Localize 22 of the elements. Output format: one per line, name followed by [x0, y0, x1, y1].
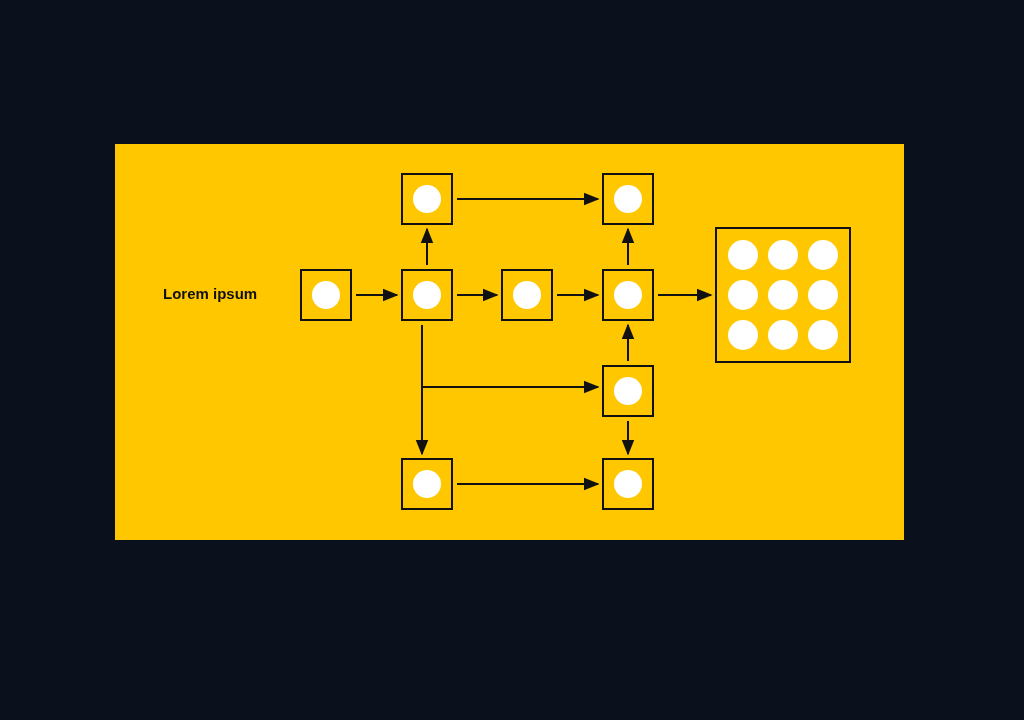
- arrow: [621, 420, 635, 456]
- node-box: [401, 173, 453, 225]
- arrow: [420, 227, 434, 266]
- node-box: [501, 269, 553, 321]
- arrow: [415, 324, 429, 456]
- arrow: [456, 477, 600, 491]
- arrow: [657, 288, 713, 302]
- arrow: [621, 323, 635, 362]
- node-box: [300, 269, 352, 321]
- arrow: [456, 192, 600, 206]
- arrow: [456, 288, 499, 302]
- node-box: [715, 227, 851, 363]
- node-box: [602, 365, 654, 417]
- arrow: [621, 227, 635, 266]
- node-box: [602, 173, 654, 225]
- node-box: [602, 269, 654, 321]
- arrow: [556, 288, 600, 302]
- node-box: [602, 458, 654, 510]
- node-box: [401, 458, 453, 510]
- side-label: Lorem ipsum: [163, 285, 258, 302]
- arrow: [355, 288, 399, 302]
- node-box: [401, 269, 453, 321]
